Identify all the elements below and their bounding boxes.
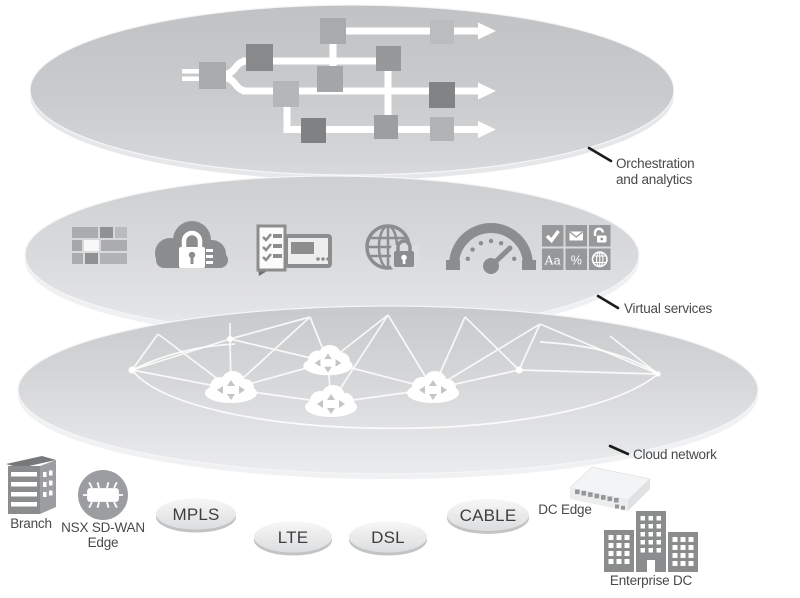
lte-label: LTE xyxy=(278,528,309,547)
cloud-network-layer-disc xyxy=(17,305,759,479)
flow-arrow-icon xyxy=(478,82,496,100)
virtual-services-pointer-line xyxy=(596,294,620,310)
nsx-sdwan-edge-icon xyxy=(78,470,128,520)
nsx-edge-label-line2: Edge xyxy=(88,535,119,550)
firewall-blocks-icon xyxy=(72,227,127,264)
virtual-services-layer-disc: Aa % xyxy=(24,175,640,339)
transport-mpls-pill: MPLS xyxy=(156,498,236,533)
cloud-network-pointer-line xyxy=(608,444,630,456)
globe-lock-icon xyxy=(365,224,419,270)
cloud-lock-icon xyxy=(155,221,228,268)
switch-appliance-icon xyxy=(569,466,651,511)
layer-callouts: Orchestration and analytics Virtual serv… xyxy=(587,146,717,462)
unlock-icon xyxy=(593,227,607,243)
text-icon: Aa xyxy=(544,253,562,268)
mpls-label: MPLS xyxy=(172,505,219,524)
mesh-network xyxy=(128,314,661,430)
performance-gauge-icon xyxy=(446,223,536,274)
checklist-appliance-icon xyxy=(256,224,332,276)
dsl-label: DSL xyxy=(371,528,405,547)
mail-icon xyxy=(569,231,583,241)
orchestration-layer-disc xyxy=(29,4,675,180)
cloud-network-label: Cloud network xyxy=(633,447,717,462)
datacenter-buildings-icon xyxy=(604,511,698,572)
web-icon xyxy=(591,251,608,268)
cable-label: CABLE xyxy=(460,506,517,525)
branch-label: Branch xyxy=(10,516,52,531)
dc-edge-label: DC Edge xyxy=(538,502,591,517)
orchestration-label-line2: and analytics xyxy=(616,172,693,187)
flow-arrow-icon xyxy=(478,22,496,40)
transport-cable-pill: CABLE xyxy=(447,499,529,534)
orchestration-pointer-line xyxy=(587,146,613,163)
transport-lte-pill: LTE xyxy=(254,521,332,556)
branch-building-icon xyxy=(6,456,56,514)
virtual-services-label: Virtual services xyxy=(624,301,713,316)
orchestration-flowchart xyxy=(182,18,496,143)
edge-chip-icon xyxy=(83,482,123,508)
services-grid-icon: Aa % xyxy=(542,225,611,270)
nsx-edge-label: NSX SD-WAN xyxy=(61,520,145,535)
flow-arrow-icon xyxy=(478,121,496,138)
flow-node-squares xyxy=(199,18,455,143)
transport-dsl-pill: DSL xyxy=(349,521,427,556)
orchestration-label: Orchestration xyxy=(616,156,694,171)
percent-icon: % xyxy=(571,254,582,268)
enterprise-dc-label: Enterprise DC xyxy=(610,573,693,588)
check-icon xyxy=(545,229,560,244)
